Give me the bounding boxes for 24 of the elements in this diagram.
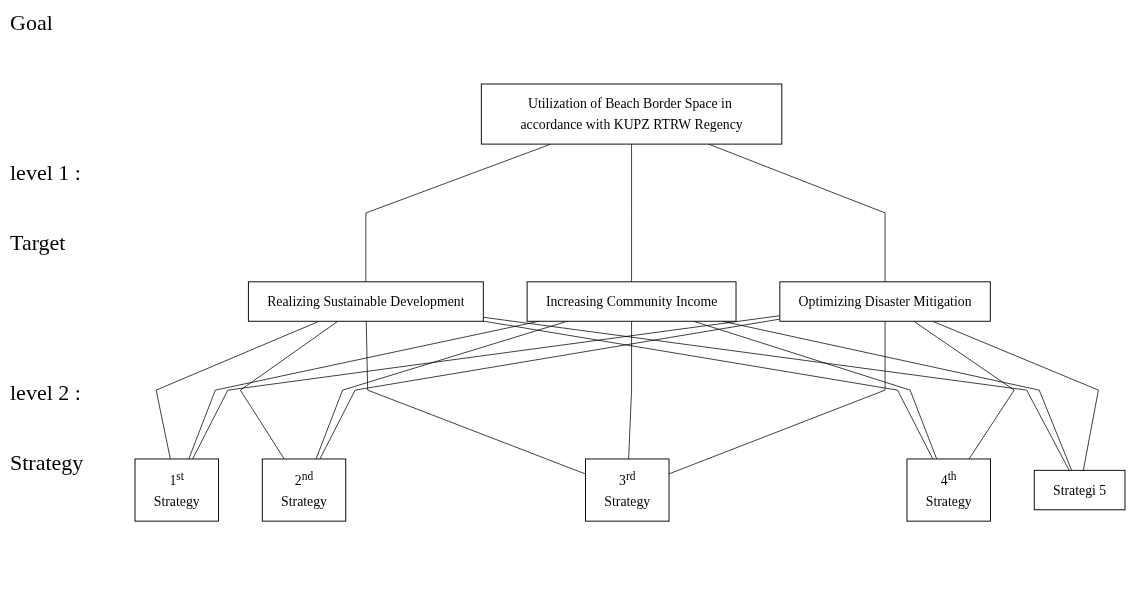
connector (913, 320, 1015, 460)
connector (319, 318, 781, 460)
connector (628, 320, 632, 460)
connector (668, 320, 886, 475)
node-box: 2$^{nd}$ Strategy (261, 458, 347, 522)
level-label: level 1 : (10, 160, 81, 186)
node-box: Increasing Community Income (526, 281, 737, 322)
node-box: Optimizing Disaster Mitigation (779, 281, 991, 322)
level-label: Target (10, 230, 66, 256)
node-box: 4$^{th}$ Strategy (906, 458, 991, 522)
connector (482, 320, 934, 460)
connector (240, 320, 339, 460)
node-box: Utilization of Beach Border Space in accordance with KUPZ RTRW Regency (480, 83, 783, 145)
level-label: Strategy (10, 450, 84, 476)
node-box: 1$^{st}$ Strategy (134, 458, 219, 522)
node-box: Strategi 5 (1033, 469, 1126, 511)
connector (192, 315, 781, 460)
level-label: level 2 : (10, 380, 81, 406)
connector (482, 316, 1070, 471)
connector (365, 320, 586, 475)
node-box: 3$^{rd}$ Strategy (585, 458, 670, 522)
connector (631, 143, 632, 283)
node-box: Realizing Sustainable Development (247, 281, 484, 322)
level-label: Goal (10, 10, 53, 36)
